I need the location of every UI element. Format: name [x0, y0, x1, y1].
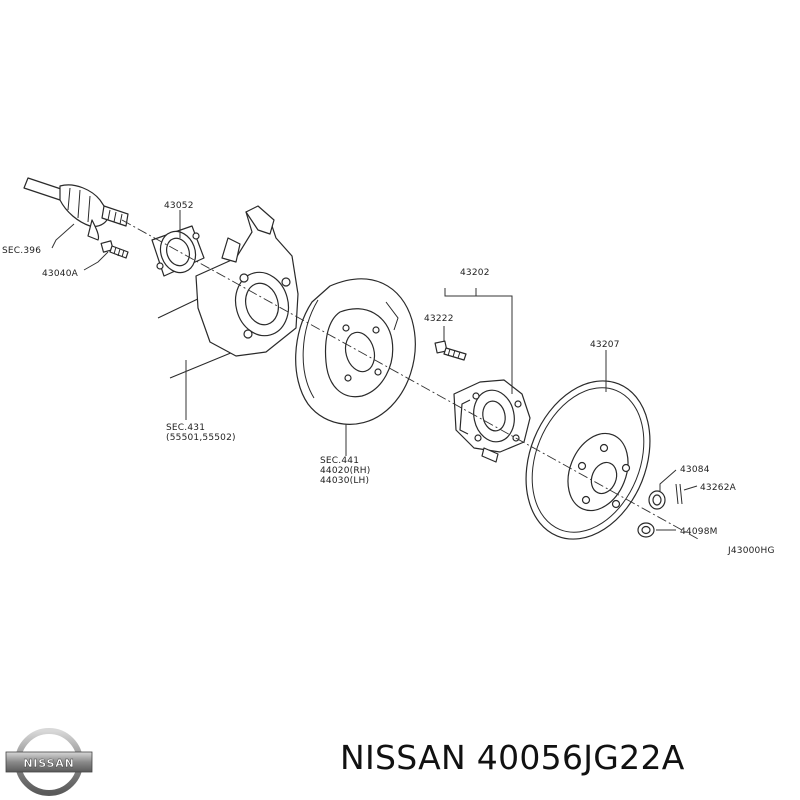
logo-text: NISSAN: [23, 757, 74, 770]
grease-seal-part: [151, 225, 205, 277]
nissan-logo: NISSAN: [5, 728, 93, 796]
bearing-part: [637, 522, 655, 538]
label-44030: 44030(LH): [320, 476, 369, 486]
label-43222: 43222: [424, 314, 454, 324]
assembly-axis: [121, 219, 701, 541]
cotter-pin-part: [675, 483, 683, 505]
wheel-hub-part: [453, 379, 531, 463]
label-sec431-sub: (55501,55502): [166, 433, 236, 443]
label-sec441: SEC.441: [320, 456, 359, 466]
knuckle-part: [157, 205, 299, 379]
leader-lines: [51, 210, 698, 531]
label-sec431: SEC.431: [166, 423, 205, 433]
backing-plate-part: [295, 278, 416, 425]
label-43207: 43207: [590, 340, 620, 350]
label-44098m: 44098M: [680, 527, 718, 537]
label-43262a: 43262A: [700, 483, 737, 493]
label-44020: 44020(RH): [320, 466, 370, 476]
label-43052: 43052: [164, 201, 194, 211]
label-43040a: 43040A: [42, 269, 79, 279]
part-number-caption: NISSAN 40056JG22A: [340, 738, 685, 777]
drive-shaft-part: [23, 177, 129, 241]
label-sec396: SEC.396: [2, 246, 41, 256]
hub-bolt-part: [434, 340, 467, 361]
bolt-part: [100, 240, 129, 259]
brake-disc-part: [525, 380, 651, 540]
label-diagram-code: J43000HG: [727, 546, 775, 556]
label-43084: 43084: [680, 465, 710, 475]
nut-part: [648, 490, 666, 510]
label-43202: 43202: [460, 268, 490, 278]
